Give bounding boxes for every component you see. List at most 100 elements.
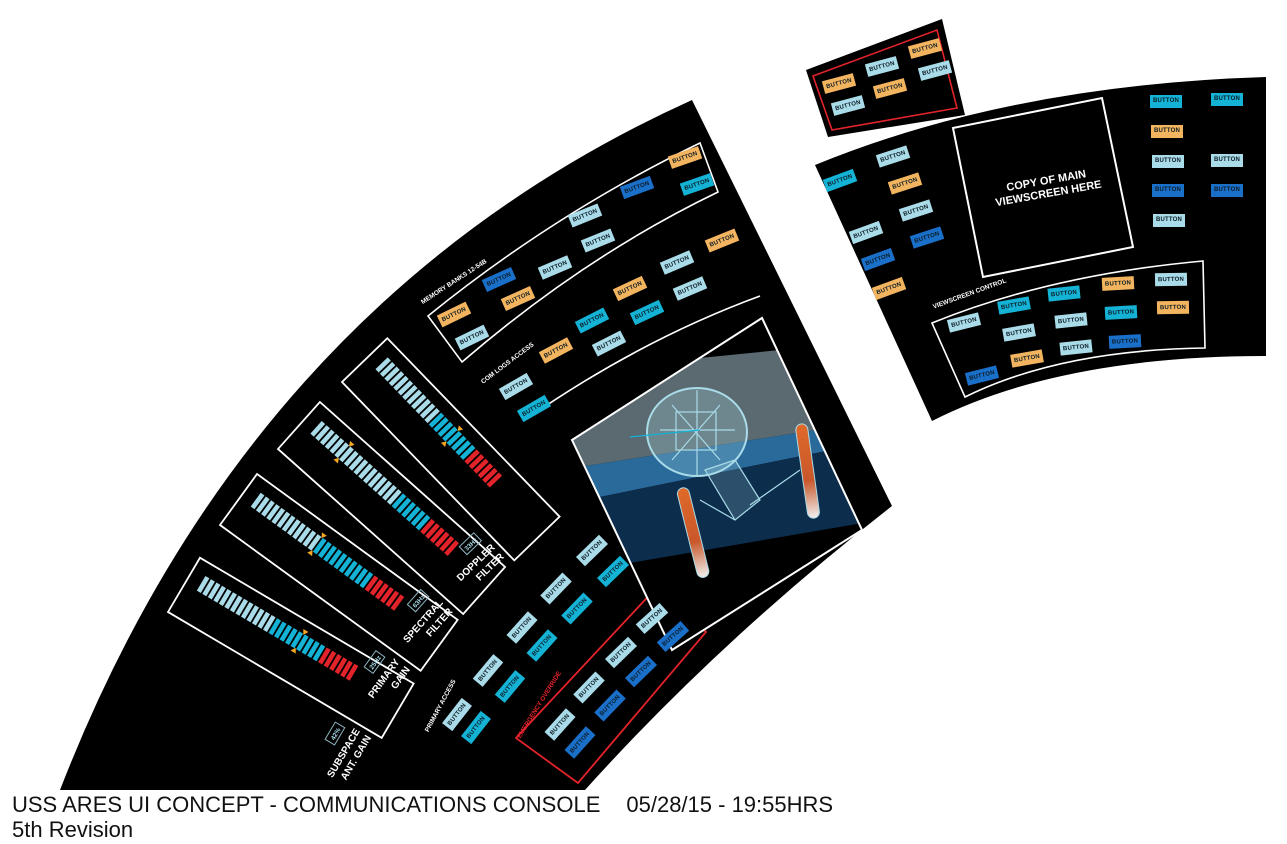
meter-segment — [271, 507, 286, 525]
meter-segment — [319, 429, 335, 446]
meter-segment — [292, 522, 306, 540]
meter-segment — [437, 421, 454, 437]
meter-segment — [486, 472, 503, 488]
meter-segment — [296, 634, 309, 652]
right-column-button[interactable]: BUTTON — [1211, 153, 1243, 167]
meter-segment — [459, 444, 476, 460]
meter-segment — [380, 586, 394, 604]
meter-segment — [367, 472, 383, 488]
meter-segment — [384, 366, 400, 382]
meter-segment — [224, 592, 237, 610]
meter-segment — [312, 537, 327, 555]
viewscreen-control-button[interactable]: BUTTON — [1104, 304, 1138, 320]
meter-marker-icon — [307, 550, 313, 557]
viewscreen-control-button[interactable]: BUTTON — [1059, 338, 1093, 356]
meter-marker-icon[interactable] — [319, 532, 327, 540]
meter-frame — [340, 336, 561, 562]
meter-segment — [340, 660, 353, 678]
meter-segment — [250, 492, 265, 510]
starship-schematic-icon — [629, 387, 801, 521]
meter-segment — [302, 530, 317, 547]
meter-segment — [401, 501, 416, 518]
meter-segment — [405, 506, 421, 522]
meter-segment — [307, 534, 322, 551]
meter-segment — [307, 640, 320, 658]
meter-marker-icon[interactable] — [301, 629, 309, 636]
viewscreen-control-button[interactable]: BUTTON — [1101, 275, 1135, 291]
meter-segment — [464, 449, 480, 465]
meter-segment — [246, 605, 260, 623]
caption-revision: 5th Revision — [12, 817, 134, 842]
meter-segment — [402, 384, 418, 401]
meter-segment — [268, 618, 282, 636]
meter-segment — [297, 526, 312, 544]
meter-segment — [375, 357, 391, 373]
meter-segment — [251, 608, 265, 626]
meter-marker-icon — [440, 441, 447, 448]
meter-segment — [276, 511, 291, 529]
meter-segment — [429, 527, 445, 544]
meter-segment — [262, 615, 276, 632]
meter-segment — [406, 389, 423, 405]
meter-segment — [415, 514, 431, 531]
meter-segment — [312, 644, 326, 662]
right-column-button[interactable]: BUTTON — [1150, 94, 1182, 108]
meter-segment — [318, 647, 331, 665]
meter-segment — [354, 568, 368, 585]
meter-marker-icon[interactable] — [347, 440, 355, 449]
caption-title: USS ARES UI CONCEPT - COMMUNICATIONS CON… — [12, 792, 601, 817]
viewscreen-copy-frame — [951, 96, 1135, 279]
meter-segment — [196, 576, 210, 594]
viewscreen-control-button[interactable]: BUTTON — [1108, 333, 1142, 349]
memory-banks-frame — [426, 141, 720, 364]
meter-segment — [433, 417, 449, 433]
meter-segment — [348, 455, 364, 471]
meter-segment — [364, 575, 379, 592]
meter-segment — [328, 549, 343, 566]
meter-segment — [439, 535, 455, 552]
meter-segment — [388, 371, 405, 387]
right-column-button[interactable]: BUTTON — [1211, 92, 1243, 106]
viewscreen-control-button[interactable]: BUTTON — [1054, 311, 1088, 329]
meter-segment — [338, 556, 353, 574]
meter-segment — [391, 493, 407, 510]
starboard-nacelle — [795, 423, 820, 519]
viewscreen-control-button[interactable]: BUTTON — [1047, 284, 1081, 302]
right-column-button[interactable]: BUTTON — [1211, 183, 1243, 197]
meter-segment — [420, 518, 436, 535]
meter-marker-icon[interactable] — [455, 425, 464, 433]
meter-segment — [390, 594, 405, 611]
meter-segment — [323, 650, 337, 668]
viewscreen-control-button[interactable]: BUTTON — [1156, 300, 1190, 314]
meter-segment — [424, 407, 440, 424]
meter-segment — [425, 523, 440, 539]
meter-value-badge — [406, 588, 430, 613]
meter-value-badge — [363, 649, 386, 674]
right-column-button[interactable]: BUTTON — [1152, 183, 1184, 197]
right-column-button[interactable]: BUTTON — [1152, 154, 1184, 168]
meter-segment — [451, 435, 467, 451]
right-column-button[interactable]: BUTTON — [1151, 124, 1183, 138]
meter-segment — [353, 459, 369, 476]
meter-segment — [334, 657, 348, 675]
meter-segment — [446, 430, 463, 447]
meter-segment — [274, 621, 287, 639]
meter-segment — [396, 497, 412, 514]
meter-segment — [372, 476, 388, 493]
meter-marker-icon — [290, 647, 296, 654]
meter-segment — [202, 579, 215, 597]
right-column-button[interactable]: BUTTON — [1153, 213, 1185, 227]
viewscreen-control-button[interactable]: BUTTON — [1154, 272, 1188, 286]
meter-segment — [379, 361, 396, 378]
meter-segment — [386, 489, 402, 505]
meter-segment — [235, 598, 249, 616]
meter-segment — [281, 515, 296, 532]
meter-segment — [279, 624, 293, 642]
meter-segment — [329, 438, 345, 454]
meter-segment — [343, 450, 359, 467]
viewscreen-control-frame — [930, 260, 1206, 399]
meter-segment — [286, 519, 301, 536]
